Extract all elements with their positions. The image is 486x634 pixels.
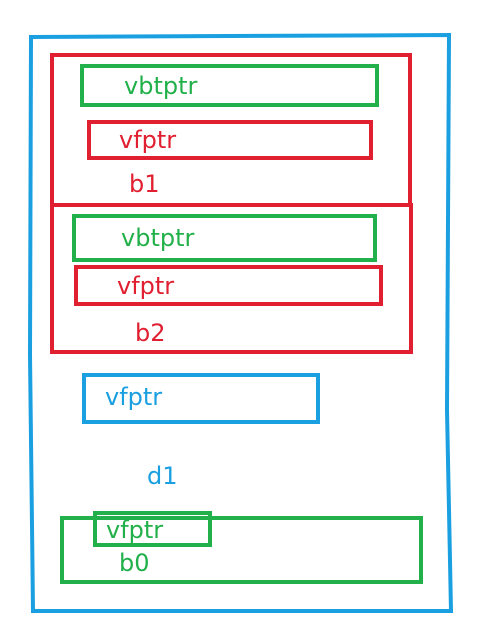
d1-label: d1 (147, 462, 178, 490)
b2-vfptr-box (74, 265, 383, 306)
b1-subobject-box (50, 53, 412, 207)
b0-label: b0 (119, 549, 150, 577)
b2-subobject-box (50, 203, 413, 354)
b0-vfptr-label: vfptr (106, 516, 163, 544)
b0-vfptr-box (93, 511, 212, 547)
b2-label: b2 (135, 319, 166, 347)
d1-vfptr-box (82, 373, 320, 424)
b2-vbtptr-label: vbtptr (121, 224, 194, 252)
b1-vfptr-box (87, 120, 373, 160)
d1-object-box (27, 32, 454, 613)
b2-vfptr-label: vfptr (117, 272, 174, 300)
b0-subobject-box (60, 516, 423, 584)
b1-vbtptr-box (80, 64, 379, 107)
b1-vbtptr-label: vbtptr (124, 72, 197, 100)
d1-vfptr-label: vfptr (105, 383, 162, 411)
b1-label: b1 (129, 170, 160, 198)
b1-vfptr-label: vfptr (119, 126, 176, 154)
b2-vbtptr-box (72, 214, 377, 262)
